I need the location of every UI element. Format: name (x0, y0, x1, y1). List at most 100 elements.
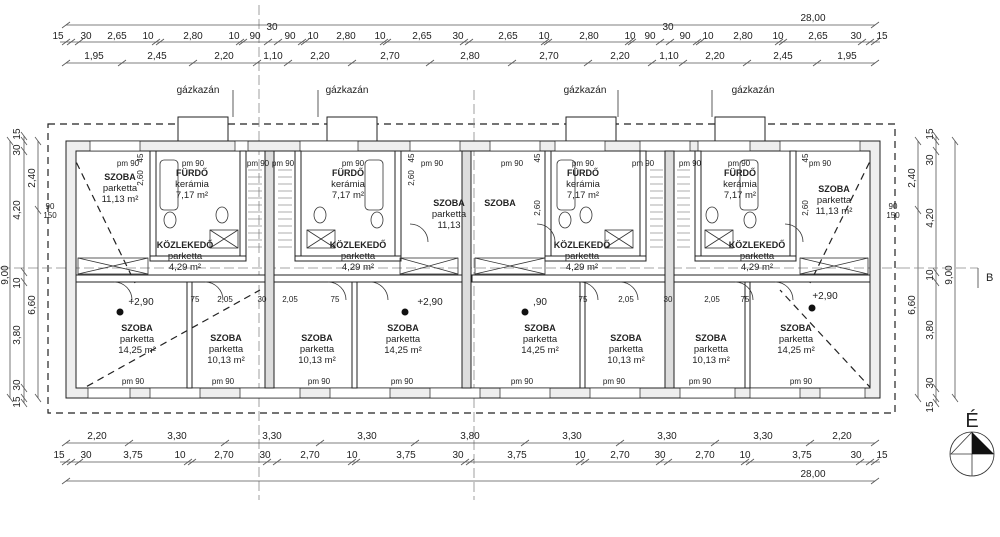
room-floor: kerámia (175, 179, 210, 190)
sill-height-label: pm 90 (501, 159, 524, 168)
dimension-tick (663, 458, 673, 466)
door-swing (113, 281, 133, 301)
room-area: 4,29 m² (342, 262, 374, 273)
dimension-tick (459, 38, 469, 46)
dimension-label: 30 (266, 22, 278, 33)
dimension-label: 45 (136, 153, 145, 162)
window (149, 387, 201, 399)
dimension-tick (61, 59, 71, 67)
dimension-tick (951, 393, 959, 403)
boiler-label: gázkazán (732, 85, 775, 96)
room-area: 10,13 m² (207, 355, 245, 366)
sill-height-label: pm 90 (272, 159, 295, 168)
dimension-tick (615, 439, 625, 447)
sill-height-label: pm 90 (632, 159, 655, 168)
level-label: +2,90 (417, 297, 443, 308)
dimension-label: 10 (574, 450, 586, 461)
room-area: 10,13 m² (298, 355, 336, 366)
dimension-tick (857, 38, 867, 46)
dimension-label: 1,10 (659, 51, 679, 62)
sill-height-label: pm 90 (421, 159, 444, 168)
dimension-tick (347, 59, 357, 67)
dimension-label: 2,45 (147, 51, 167, 62)
dimension-label: 3,75 (792, 450, 812, 461)
level-label: ,90 (533, 297, 547, 308)
dimension-tick (710, 439, 720, 447)
interior-wall (789, 150, 797, 262)
dimension-tick (117, 59, 127, 67)
wardrobe-cross (77, 257, 149, 275)
boiler-flue (565, 116, 617, 142)
dimension-tick (655, 458, 665, 466)
ridge-line (809, 140, 881, 284)
dimension-tick (932, 146, 940, 156)
dimension-tick (20, 136, 28, 146)
wardrobe (77, 257, 149, 275)
dimension-label: 30 (80, 31, 92, 42)
sink (579, 206, 593, 224)
dimension-label: 30 (664, 295, 673, 304)
room-floor: parketta (523, 334, 558, 345)
room-floor: parketta (817, 195, 852, 206)
dimension-label: 3,30 (753, 431, 773, 442)
dimension-label: 15 (52, 31, 64, 42)
dimension-label: 28,00 (800, 13, 825, 24)
dimension-label: 2,40 (27, 168, 38, 188)
room-floor: parketta (565, 251, 600, 262)
room-floor: parketta (694, 344, 729, 355)
dimension-label: 90 (679, 31, 691, 42)
boiler-label: gázkazán (177, 85, 220, 96)
dimension-label: 10 (307, 31, 319, 42)
ridge-line (65, 289, 261, 399)
dimension-tick (262, 458, 272, 466)
room-area: 10,13 m² (692, 355, 730, 366)
dimension-tick (870, 458, 880, 466)
room-area: 14,25 m² (777, 345, 815, 356)
room-name: SZOBA (387, 323, 419, 333)
dimension-tick (272, 458, 282, 466)
dimension-label: 6,60 (907, 295, 918, 315)
sill-height-label: pm 90 (603, 377, 626, 386)
sill-height-label: pm 90 (182, 159, 205, 168)
dimension-label: 3,75 (123, 450, 143, 461)
dimension-tick (870, 21, 880, 29)
dimension-label: 10 (925, 269, 936, 281)
window (554, 140, 606, 152)
party-wall (264, 150, 275, 389)
window (749, 387, 801, 399)
dimension-label: 1,10 (263, 51, 283, 62)
north-label: É (965, 409, 978, 432)
dimension-label: 30 (925, 154, 936, 166)
sill-height-label: pm 90 (679, 159, 702, 168)
shaft (604, 229, 634, 249)
toilet (558, 211, 572, 229)
dimension-tick (297, 38, 307, 46)
dimension-tick (742, 59, 752, 67)
dimension-tick (273, 38, 283, 46)
room-name: SZOBA (780, 323, 812, 333)
interior-wall (351, 281, 358, 389)
dimension-label: 15 (925, 401, 936, 413)
dimension-label: 9,00 (944, 265, 955, 285)
sill-height-label: pm 90 (342, 159, 365, 168)
dimension-label: 3,75 (396, 450, 416, 461)
window (819, 387, 866, 399)
dimension-tick (647, 59, 657, 67)
dimension-label: 3,30 (167, 431, 187, 442)
room-area: 7,17 m² (176, 190, 208, 201)
room-floor: kerámia (566, 179, 601, 190)
interior-wall (75, 274, 266, 283)
bathtub (159, 159, 179, 211)
dimension-label: 15 (876, 31, 888, 42)
room-floor: parketta (120, 334, 155, 345)
window (87, 387, 131, 399)
dimension-tick (6, 136, 14, 146)
room-area: 7,17 m² (332, 190, 364, 201)
